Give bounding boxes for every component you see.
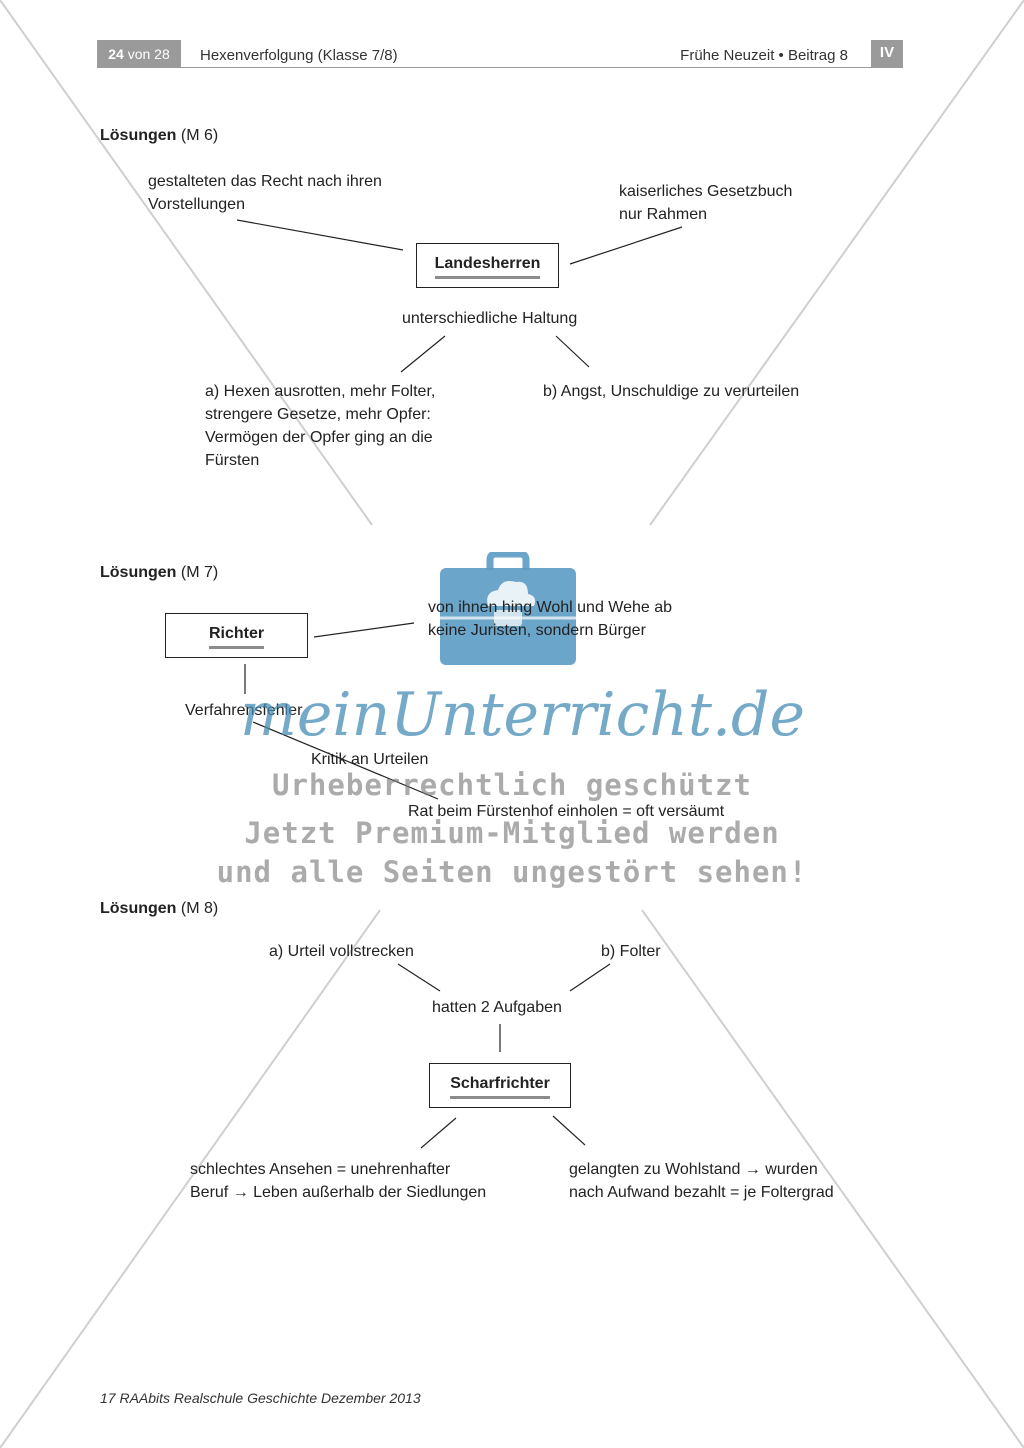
m7-sub-note-2: Rat beim Fürstenhof einholen = oft versä… <box>408 803 725 820</box>
box-landesherren: Landesherren <box>416 243 559 288</box>
briefcase-cloud-icon <box>440 552 576 665</box>
section-heading-m8: Lösungen (M 8) <box>100 900 219 917</box>
footer-credit: 17 RAAbits Realschule Geschichte Dezembe… <box>100 1390 421 1406</box>
m8-middle-note: hatten 2 Aufgaben <box>432 999 562 1016</box>
m7-right-note-2: keine Juristen, sondern Bürger <box>428 622 646 639</box>
section-heading-m6: Lösungen (M 6) <box>100 127 219 144</box>
section-heading-m7: Lösungen (M 7) <box>100 564 219 581</box>
box-richter: Richter <box>165 613 308 658</box>
diagram-connectors <box>236 219 683 1149</box>
m7-sub-note-1: Kritik an Urteilen <box>311 751 429 768</box>
volume-badge: IV <box>871 40 903 68</box>
watermark-line-3: und alle Seiten ungestört sehen! <box>216 855 808 889</box>
page-total: von 28 <box>127 46 170 62</box>
m6-middle-note: unterschiedliche Haltung <box>402 310 578 327</box>
header-title: Hexenverfolgung (Klasse 7/8) <box>200 47 398 64</box>
header-rule <box>181 67 871 68</box>
header-series: Frühe Neuzeit • Beitrag 8 <box>680 47 848 64</box>
box-scharfrichter: Scharfrichter <box>429 1063 571 1108</box>
watermark-line-2: Jetzt Premium-Mitglied werden <box>244 816 780 850</box>
m6-bottom-right-note: b) Angst, Unschuldige zu verurteilen <box>543 383 800 400</box>
m8-bottom-right-note: gelangten zu Wohlstand → wurden nach Auf… <box>569 1161 834 1201</box>
page-number: 24 <box>108 46 124 62</box>
m8-top-left-note: a) Urteil vollstrecken <box>269 943 414 960</box>
m7-right-note-1: von ihnen hing Wohl und Wehe ab <box>428 599 673 616</box>
m6-top-right-note: kaiserliches Gesetzbuch nur Rahmen <box>619 183 793 223</box>
m8-bottom-left-note: schlechtes Ansehen = unehrenhafter Beruf… <box>190 1161 487 1201</box>
m6-bottom-left-note: a) Hexen ausrotten, mehr Folter, strenge… <box>205 383 436 469</box>
watermark-line-1: Urheberrechtlich geschützt <box>272 768 752 802</box>
m8-top-right-note: b) Folter <box>601 943 661 960</box>
m6-top-left-note: gestalteten das Recht nach ihren Vorstel… <box>148 173 382 213</box>
page-number-badge: 24 von 28 <box>97 40 181 68</box>
m7-below-note: Verfahrensfehler <box>185 702 303 719</box>
watermark-brand: meinUnterricht.de <box>240 680 805 750</box>
